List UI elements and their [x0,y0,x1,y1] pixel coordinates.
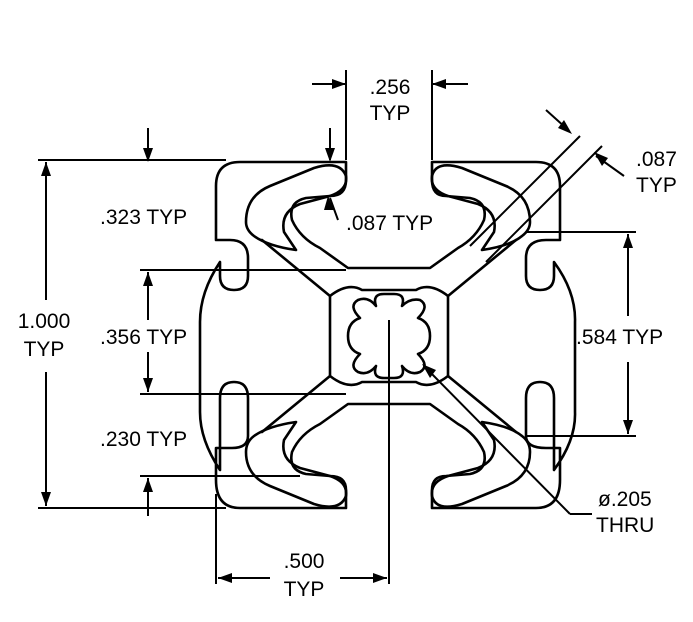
profile-outline [198,160,577,510]
arrow-500-left [218,573,232,583]
arrow-087-inner [324,196,334,210]
arrow-087-b [594,152,608,166]
corner-pocket-top-right [430,164,532,252]
ext-line-087-b [485,145,603,263]
arrow-hole [422,364,436,378]
arrow-overall-top [41,162,51,176]
label-wall-right: .087 [636,148,677,171]
center-core [328,285,450,387]
arrow-584-top [623,234,633,248]
dimension-labels: .256 TYP .087 TYP .087 TYP .323 TYP 1.00… [18,76,677,601]
web-diagonal-top-left [260,238,332,298]
label-spacing-584: .584 TYP [576,326,663,349]
center-bore [346,292,432,380]
leader-hole [425,367,571,515]
label-center-500: .500 [284,550,325,573]
label-spacing-356: .356 TYP [100,326,187,349]
arrow-323-right [325,148,335,162]
arrow-500-right [373,573,387,583]
arrow-356-bottom [143,378,153,392]
corner-pocket-top-left [244,164,348,252]
label-overall: 1.000 [18,310,71,333]
label-hole-thru: THRU [596,514,654,537]
arrow-overall-bottom [41,492,51,506]
arrow-356-top [143,272,153,286]
corner-pocket-bottom-right [430,420,532,508]
arrow-slot-right [432,79,446,89]
label-spacing-230: .230 TYP [100,428,187,451]
corner-pocket-bottom-left [244,420,348,508]
label-overall-typ: TYP [24,338,65,361]
web-diagonal-bottom-left [260,374,332,434]
arrow-230 [143,478,153,492]
label-slot-width: .256 [370,76,411,99]
arrow-584-bottom [623,420,633,434]
label-wall-right-typ: TYP [636,174,677,197]
web-diagonal-top-right [446,238,518,298]
label-depth-323: .323 TYP [100,206,187,229]
arrow-087-a [558,120,572,134]
outer-contour [198,160,577,510]
label-wall-inner: .087 TYP [346,212,433,235]
dimension-lines [38,70,636,584]
ext-line-087-a [469,135,581,247]
leader-087-inner [329,197,339,221]
label-hole-dia: ø.205 [598,488,652,511]
label-center-500-typ: TYP [284,578,325,601]
arrow-323-left [143,148,153,162]
arrow-slot-left [332,79,346,89]
web-diagonal-bottom-right [446,374,518,434]
label-slot-width-typ: TYP [370,102,411,125]
